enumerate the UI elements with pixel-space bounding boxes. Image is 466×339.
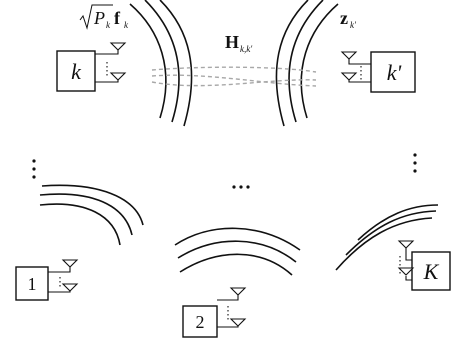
receive-symbol: z — [340, 8, 348, 28]
user-2-label: 2 — [196, 312, 205, 332]
user-kprime-node: k' — [340, 51, 416, 93]
user-K-node: K — [397, 240, 451, 291]
wavefronts-user-K — [335, 204, 439, 271]
precoder-subscript: k — [124, 20, 129, 30]
interference-channel — [151, 66, 317, 87]
precoder-symbol: f — [114, 8, 121, 28]
antenna-icon — [109, 72, 127, 81]
antenna-icon — [61, 283, 79, 292]
power-symbol: P — [93, 8, 105, 28]
user-2-node: 2 — [182, 287, 247, 338]
antenna-icon — [340, 51, 358, 60]
user-1-node: 1 — [15, 259, 79, 301]
channel-symbol: H — [225, 32, 239, 52]
center-horizontal-ellipsis — [232, 185, 250, 189]
user-k-label: k — [71, 59, 82, 84]
antenna-icon — [229, 287, 247, 296]
antenna-icon — [397, 267, 415, 276]
user-1-label: 1 — [28, 274, 37, 294]
wavefronts-user-1 — [39, 184, 144, 246]
precoded-signal-label: P k f k — [79, 4, 129, 30]
wavefronts-user-kprime — [275, 0, 339, 127]
user-K-label: K — [423, 259, 440, 284]
left-vertical-ellipsis — [32, 159, 36, 179]
antenna-icon — [61, 259, 79, 268]
antenna-icon — [340, 72, 358, 81]
antenna-icon — [229, 318, 247, 327]
antenna-icon — [397, 240, 415, 249]
wavefronts-user-k — [129, 0, 193, 127]
user-kprime-label: k' — [387, 60, 402, 85]
receive-subscript: k' — [350, 20, 357, 30]
power-subscript: k — [106, 20, 111, 30]
channel-matrix-label: H k,k' — [225, 32, 253, 54]
antenna-icon — [109, 42, 127, 51]
wavefronts-user-2 — [174, 227, 301, 276]
channel-subscript: k,k' — [240, 44, 253, 54]
user-k-node: k — [56, 42, 127, 92]
right-vertical-ellipsis — [413, 153, 417, 173]
received-signal-label: z k' — [340, 8, 357, 30]
